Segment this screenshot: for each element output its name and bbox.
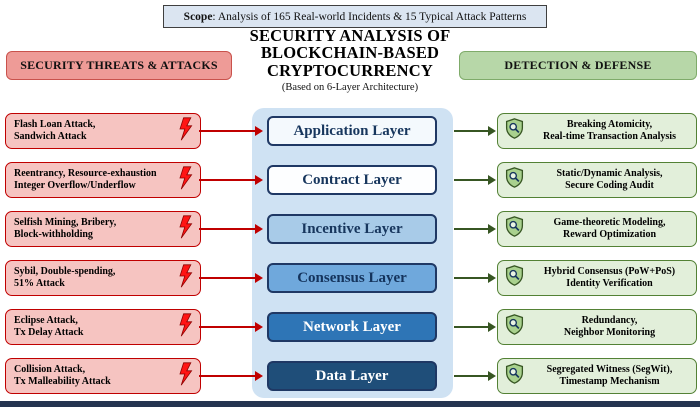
threat-arrow: [199, 223, 263, 235]
defense-box-network: Redundancy, Neighbor Monitoring: [497, 309, 697, 345]
defense-text: Game-theoretic Modeling, Reward Optimiza…: [553, 216, 666, 241]
threat-box-data: Collision Attack, Tx Malleability Attack: [5, 358, 201, 394]
defense-text: Hybrid Consensus (PoW+PoS) Identity Veri…: [543, 265, 676, 290]
defense-text: Breaking Atomicity, Real-time Transactio…: [543, 118, 676, 143]
threat-text: Collision Attack, Tx Malleability Attack: [14, 363, 111, 388]
defense-arrow: [454, 223, 496, 235]
defense-column-header: DETECTION & DEFENSE: [459, 51, 697, 80]
shield-magnifier-icon: [504, 215, 525, 243]
defense-arrow: [454, 125, 496, 137]
threat-arrow: [199, 125, 263, 137]
defense-box-incentive: Game-theoretic Modeling, Reward Optimiza…: [497, 211, 697, 247]
scope-text: : Analysis of 165 Real-world Incidents &…: [212, 10, 527, 23]
threats-column-header: SECURITY THREATS & ATTACKS: [6, 51, 232, 80]
bottom-border: [0, 401, 700, 407]
layer-network: Network Layer: [267, 312, 437, 342]
defense-arrow: [454, 272, 496, 284]
defense-text: Static/Dynamic Analysis, Secure Coding A…: [556, 167, 663, 192]
defense-arrow: [454, 174, 496, 186]
title-subtitle: (Based on 6-Layer Architecture): [281, 82, 419, 94]
shield-magnifier-icon: [504, 362, 525, 390]
threat-arrow: [199, 370, 263, 382]
layer-contract: Contract Layer: [267, 165, 437, 195]
threat-box-consensus: Sybil, Double-spending, 51% Attack: [5, 260, 201, 296]
defense-text: Redundancy, Neighbor Monitoring: [563, 314, 656, 339]
layer-data: Data Layer: [267, 361, 437, 391]
defense-box-data: Segregated Witness (SegWit), Timestamp M…: [497, 358, 697, 394]
defense-box-contract: Static/Dynamic Analysis, Secure Coding A…: [497, 162, 697, 198]
title-line-3: CRYPTOCURRENCY: [266, 60, 433, 80]
threat-box-incentive: Selfish Mining, Bribery, Block-withholdi…: [5, 211, 201, 247]
lightning-icon: [178, 263, 194, 294]
layer-application: Application Layer: [267, 116, 437, 146]
threat-text: Flash Loan Attack, Sandwich Attack: [14, 118, 96, 143]
layer-stack-container: [252, 108, 453, 398]
lightning-icon: [178, 214, 194, 245]
threat-box-application: Flash Loan Attack, Sandwich Attack: [5, 113, 201, 149]
layer-consensus: Consensus Layer: [267, 263, 437, 293]
shield-magnifier-icon: [504, 166, 525, 194]
defense-arrow: [454, 321, 496, 333]
shield-magnifier-icon: [504, 264, 525, 292]
shield-magnifier-icon: [504, 313, 525, 341]
lightning-icon: [178, 312, 194, 343]
defense-text: Segregated Witness (SegWit), Timestamp M…: [546, 363, 673, 388]
threat-text: Reentrancy, Resource-exhaustion Integer …: [14, 167, 157, 192]
defense-arrow: [454, 370, 496, 382]
layer-incentive: Incentive Layer: [267, 214, 437, 244]
title-line-2: BLOCKCHAIN-BASED: [260, 43, 440, 63]
defense-box-application: Breaking Atomicity, Real-time Transactio…: [497, 113, 697, 149]
threat-box-contract: Reentrancy, Resource-exhaustion Integer …: [5, 162, 201, 198]
lightning-icon: [178, 165, 194, 196]
scope-banner: Scope: Analysis of 165 Real-world Incide…: [163, 5, 547, 28]
threat-text: Eclipse Attack, Tx Delay Attack: [14, 314, 84, 339]
shield-magnifier-icon: [504, 117, 525, 145]
threat-box-network: Eclipse Attack, Tx Delay Attack: [5, 309, 201, 345]
lightning-icon: [178, 361, 194, 392]
title-line-1: SECURITY ANALYSIS OF: [249, 26, 451, 45]
threat-arrow: [199, 321, 263, 333]
threat-text: Sybil, Double-spending, 51% Attack: [14, 265, 116, 290]
threat-arrow: [199, 272, 263, 284]
lightning-icon: [178, 116, 194, 147]
page-title: SECURITY ANALYSIS OF BLOCKCHAIN-BASED CR…: [238, 26, 462, 94]
threat-arrow: [199, 174, 263, 186]
defense-box-consensus: Hybrid Consensus (PoW+PoS) Identity Veri…: [497, 260, 697, 296]
threat-text: Selfish Mining, Bribery, Block-withholdi…: [14, 216, 117, 241]
scope-label: Scope: [183, 10, 213, 23]
